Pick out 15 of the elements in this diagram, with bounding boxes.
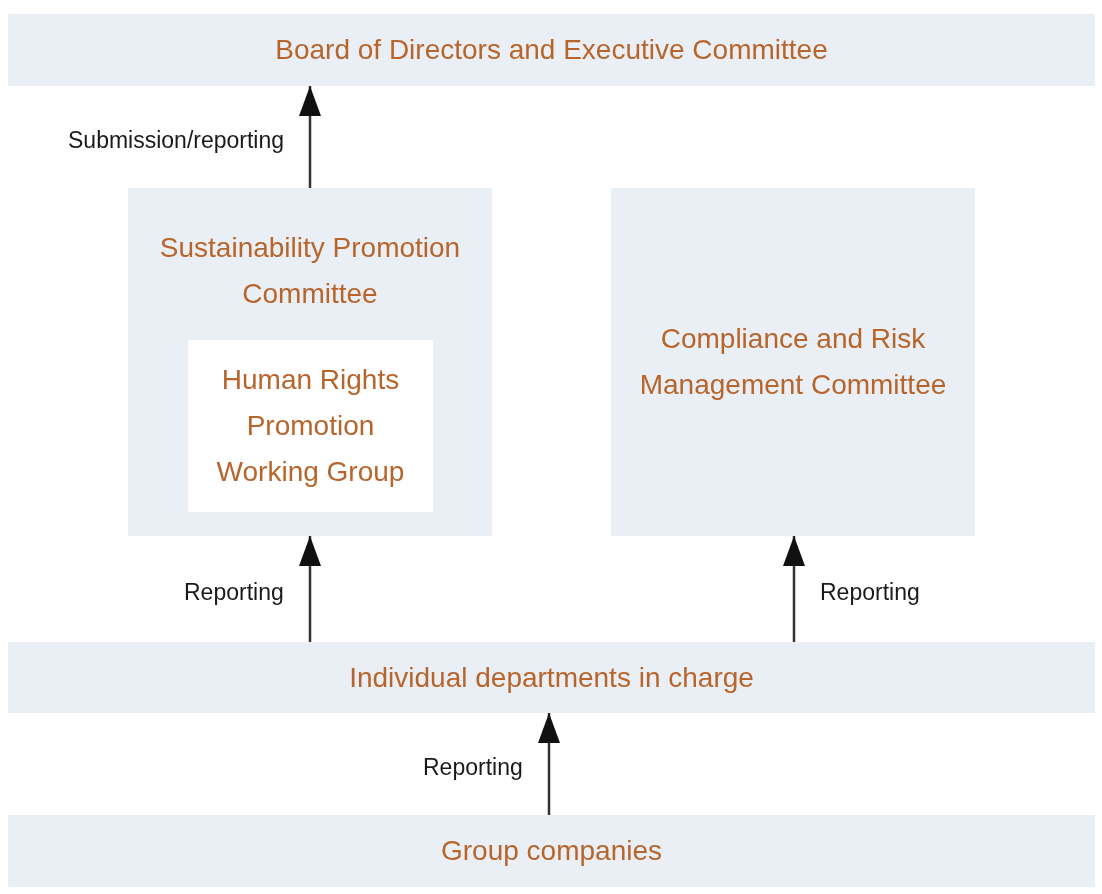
committee-box bbox=[8, 14, 1095, 86]
box-title: Human Rights Promotion Working Group bbox=[215, 363, 406, 489]
box-title: Individual departments in charge bbox=[348, 660, 755, 695]
box-title: Compliance and Risk Management Committee bbox=[638, 322, 948, 402]
arrow bbox=[538, 713, 560, 815]
committee-box bbox=[8, 815, 1095, 887]
arrow bbox=[299, 86, 321, 188]
box-title: Group companies bbox=[440, 834, 663, 868]
committee-box bbox=[8, 642, 1095, 713]
box-title: Sustainability Promotion Committee bbox=[158, 231, 462, 311]
committee-box bbox=[611, 188, 975, 536]
arrow bbox=[783, 536, 805, 642]
committee-box bbox=[128, 188, 492, 536]
box-title: Board of Directors and Executive Committee bbox=[274, 33, 829, 67]
arrow bbox=[299, 536, 321, 642]
